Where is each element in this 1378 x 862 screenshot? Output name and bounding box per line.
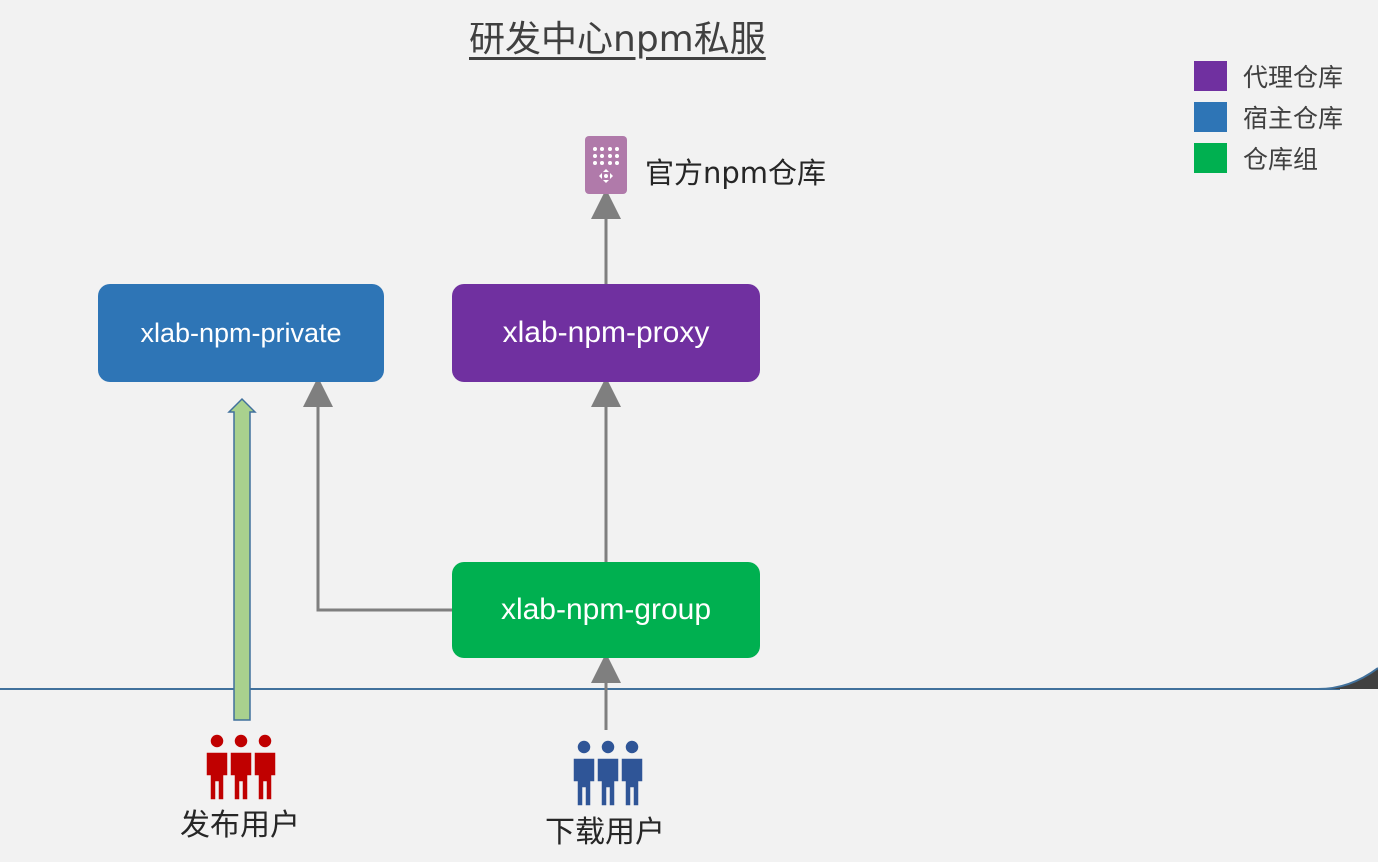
- legend-item-hosted: 宿主仓库: [1194, 96, 1343, 137]
- publish-users-icon: [205, 733, 277, 801]
- official-registry-label: 官方npm仓库: [645, 156, 827, 190]
- download-users-label: 下载用户: [545, 815, 665, 850]
- node-proxy-repo: xlab-npm-proxy: [452, 284, 760, 382]
- legend-item-group: 仓库组: [1194, 137, 1343, 178]
- diagram-title: 研发中心npm私服: [469, 19, 766, 60]
- arrow-group-to-private: [303, 377, 452, 612]
- legend-swatch-group: [1194, 142, 1227, 173]
- download-users-icon: [572, 739, 644, 807]
- legend-swatch-hosted: [1194, 101, 1227, 132]
- legend-swatch-proxy: [1194, 60, 1227, 91]
- legend-item-proxy: 代理仓库: [1194, 55, 1343, 96]
- legend: 代理仓库 宿主仓库 仓库组: [1194, 55, 1343, 178]
- legend-label-proxy: 代理仓库: [1243, 62, 1344, 92]
- server-icon: [585, 136, 627, 194]
- node-private-repo: xlab-npm-private: [98, 284, 384, 382]
- legend-label-hosted: 宿主仓库: [1243, 103, 1344, 133]
- publish-users-label: 发布用户: [180, 808, 300, 843]
- node-group-repo: xlab-npm-group: [452, 562, 760, 658]
- legend-label-group: 仓库组: [1243, 144, 1319, 174]
- corner-shape: [1318, 668, 1378, 689]
- publish-arrow: [227, 397, 257, 721]
